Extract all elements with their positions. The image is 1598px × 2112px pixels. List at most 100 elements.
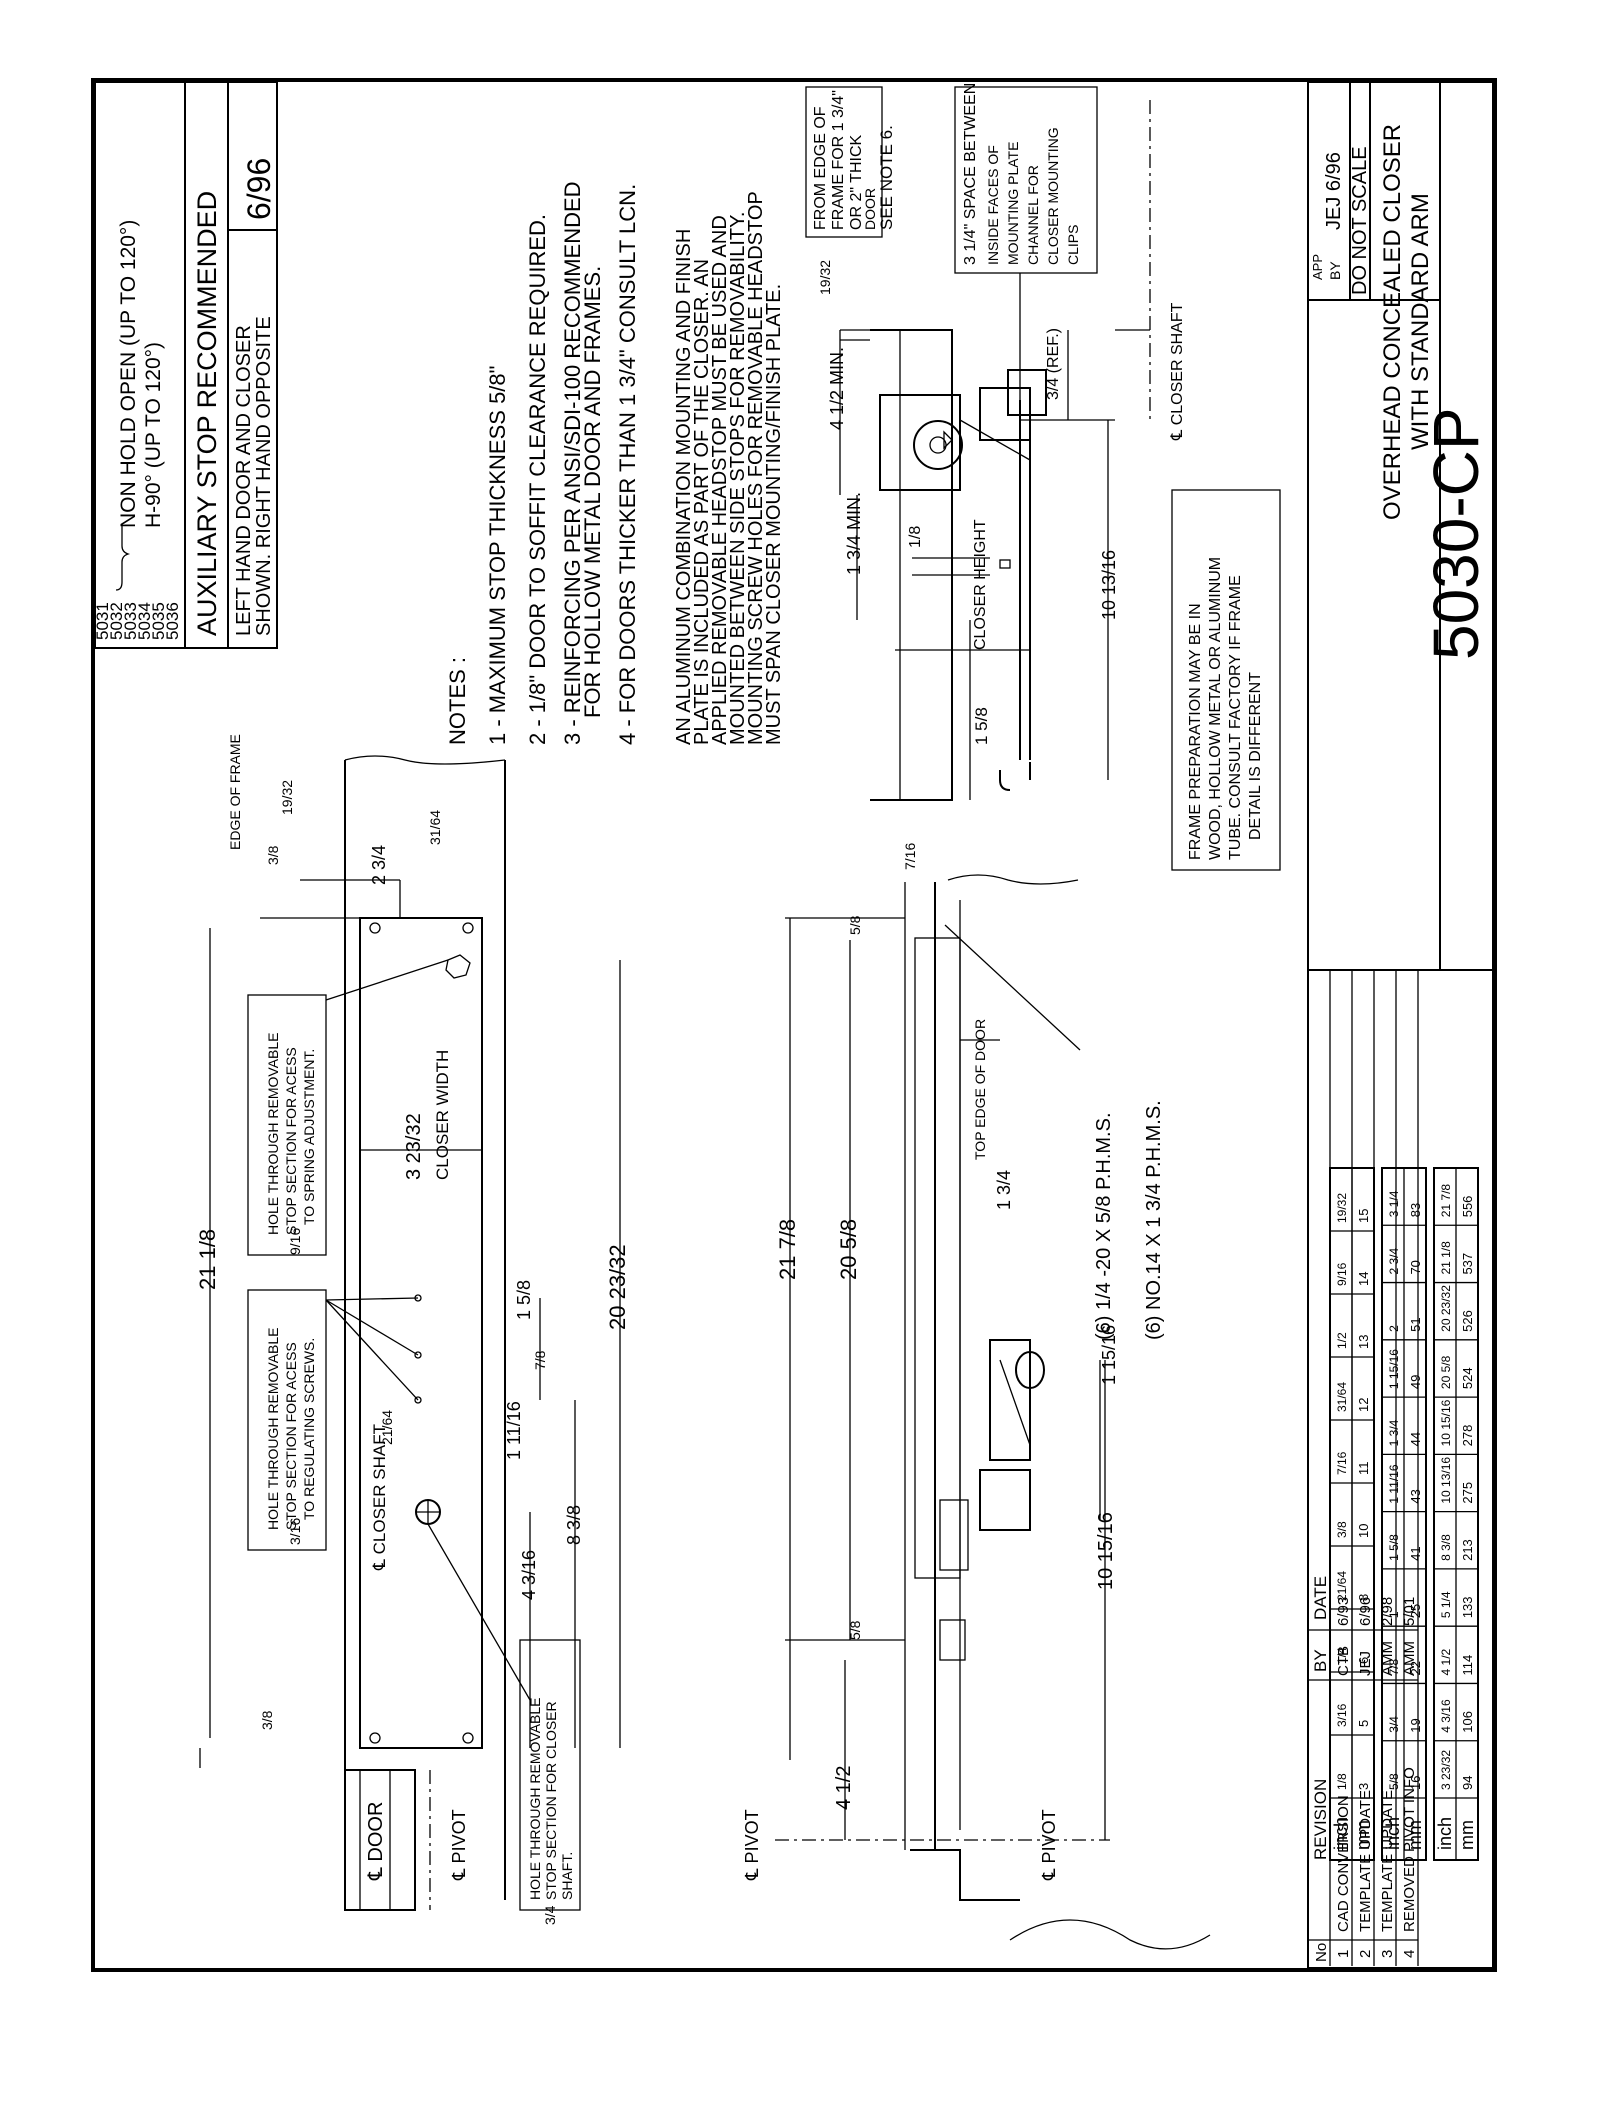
space-note-5: CLOSER MOUNTING [1045,127,1061,265]
note-2: 2 - 1/8" DOOR TO SOFFIT CLEARANCE REQUIR… [525,214,550,745]
conversion-inch-cell: 1 5/8 [1387,1534,1401,1561]
conversion-label-mm: mm [1457,1820,1477,1850]
elev-dim-1-3-4: 1 3/4 [994,1170,1014,1210]
screw-spec-1: (6) 1/4 -20 X 5/8 P.H.M.S. [1093,1112,1115,1340]
closer-width-label: CLOSER WIDTH [433,1050,452,1180]
conversion-mm-cell: 22 [1408,1661,1423,1675]
option-h90: H-90° (UP TO 120°) [142,342,165,528]
hole-reg-note-1: HOLE THROUGH REMOVABLE [265,1327,281,1530]
elev-dim-10-15-16: 10 15/16 [1095,1512,1117,1590]
rev-desc: REMOVED PIVOT INFO [1401,1767,1418,1932]
frame-dim-8-3-8: 8 3/8 [564,1505,584,1545]
rev-desc: CAD CONVERSION [1335,1795,1352,1932]
model-5035: 5035 [149,602,168,640]
drawing-number: 5030-CP [1420,407,1492,660]
conversion-mm-cell: 51 [1408,1317,1423,1331]
conversion-mm-cell: 10 [1356,1524,1371,1538]
conversion-inch-cell: 21 1/8 [1439,1241,1453,1275]
conversion-label-mm: mm [1353,1820,1373,1850]
rev-header-revision: REVISION [1311,1779,1330,1860]
conversion-mm-cell: 8 [1356,1594,1371,1601]
conversion-inch-cell: 5/8 [1387,1773,1401,1790]
note-1: 1 - MAXIMUM STOP THICKNESS 5/8" [485,366,510,745]
frame-dim-3-8-top: 3/8 [265,845,281,865]
conversion-mm-cell: 524 [1460,1367,1475,1389]
do-not-scale: DO NOT SCALE [1349,146,1371,295]
edge-note-5: SEE NOTE 6. [877,125,896,230]
conversion-inch-cell: 31/64 [1335,1382,1349,1412]
note-3b: FOR HOLLOW METAL DOOR AND FRAMES. [580,266,605,718]
rev-date: 5/01 [1401,1597,1418,1626]
rev-by: AMM [1401,1641,1418,1676]
edge-of-frame-label: EDGE OF FRAME [227,734,243,850]
conversion-inch-cell: 1/2 [1335,1332,1349,1349]
conversion-mm-cell: 16 [1408,1776,1423,1790]
section-view: FROM EDGE OF FRAME FOR 1 3/4" OR 2" THIC… [805,83,1281,871]
conversion-inch-cell: 19/32 [1335,1193,1349,1223]
plate-note-2: PLATE IS INCLUDED AS PART OF THE CLOSER.… [691,259,713,745]
rev-desc: TEMPLATE UPDATE [1379,1790,1396,1932]
hole-reg-note-2: STOP SECTION FOR ACESS [283,1342,299,1530]
conversion-mm-cell: 15 [1356,1209,1371,1223]
auxiliary-stop-note: AUXILIARY STOP RECOMMENDED [192,191,222,636]
conversion-label-inch: inch [1435,1817,1455,1850]
conversion-mm-cell: 213 [1460,1539,1475,1561]
rev-date: 6/93 [1335,1597,1352,1626]
conversion-inch-cell: 1/4 [1335,1647,1349,1664]
conversion-inch-cell: 5 1/4 [1439,1591,1453,1618]
frame-dim-2-3-4: 2 3/4 [369,845,389,885]
elev-pivot-bottom: ℄ PIVOT [1039,1809,1059,1881]
section-dim-10-13-16: 10 13/16 [1099,550,1119,620]
conversion-inch-cell: 9/16 [1335,1262,1349,1286]
rev-no: 3 [1379,1950,1396,1958]
conversion-inch-cell: 1 11/16 [1387,1464,1401,1503]
elev-dim-5-8-top: 5/8 [847,915,863,935]
drawing-title-line1: OVERHEAD CONCEALED CLOSER [1379,124,1406,520]
conversion-mm-cell: 12 [1356,1398,1371,1412]
hole-shaft-note-1: HOLE THROUGH REMOVABLE [527,1697,543,1900]
conversion-mm-cell: 70 [1408,1260,1423,1274]
section-dim-3-4-ref: 3/4 (REF.) [1045,328,1062,400]
conversion-inch-cell: 10 15/16 [1439,1399,1453,1446]
screw-spec-2: (6) NO.14 X 1 3/4 P.H.M.S. [1143,1100,1165,1340]
conversion-mm-cell: 43 [1408,1489,1423,1503]
model-5032: 5032 [107,602,126,640]
frame-dim-20-23-32: 20 23/32 [605,1244,630,1330]
conversion-mm-cell: 526 [1460,1310,1475,1332]
rev-no: 2 [1357,1950,1374,1958]
conversion-inch-cell: 1 15/16 [1387,1349,1401,1389]
rev-by: CTB [1335,1646,1352,1676]
hole-spring-note-3: TO SPRING ADJUSTMENT. [301,1049,317,1225]
rev-date: 2/98 [1379,1597,1396,1626]
note-4: 4 - FOR DOORS THICKER THAN 1 3/4" CONSUL… [615,184,640,745]
notes-block: NOTES : 1 - MAXIMUM STOP THICKNESS 5/8" … [445,181,785,745]
conversion-mm-cell: 94 [1460,1776,1475,1790]
plate-note-5: MOUNTING SCREW HOLES FOR REMOVABLE HEADS… [745,191,767,745]
hole-reg-note-3: TO REGULATING SCREWS. [301,1338,317,1520]
conversion-mm-cell: 11 [1356,1462,1371,1476]
section-dim-1-5-8: 1 5/8 [972,707,991,745]
plate-note-6: MUST SPAN CLOSER MOUNTING/FINISH PLATE. [763,284,785,745]
door-elevation-view: 7/16 5/8 5/8 21 7/8 20 5/8 TOP EDGE OF D… [742,843,1211,1950]
conversion-inch-cell: 20 5/8 [1439,1355,1453,1389]
section-dim-1-3-4-min: 1 3/4 MIN. [844,492,864,575]
elev-dim-5-8-bottom: 5/8 [847,1620,863,1640]
conversion-mm-cell: 14 [1356,1272,1371,1286]
frame-dim-21-1-8: 21 1/8 [195,1229,220,1290]
conversion-inch-cell: 3 23/32 [1439,1750,1453,1790]
hole-shaft-note-3: SHAFT. [559,1852,575,1900]
section-dim-4-half-min: 4 1/2 MIN. [827,347,847,430]
conversion-inch-cell: 2 3/4 [1387,1248,1401,1275]
conversion-mm-cell: 537 [1460,1253,1475,1275]
rev-no: 1 [1335,1950,1352,1958]
frame-prep-1: FRAME PREPARATION MAY BE IN [1187,603,1204,860]
frame-prep-2: WOOD, HOLLOW METAL OR ALUMINUM [1207,557,1224,860]
frame-pivot-label: ℄ PIVOT [449,1809,469,1881]
conversion-mm-cell: 114 [1460,1655,1475,1676]
notes-heading: NOTES : [445,657,470,745]
conversion-mm-cell: 19 [1408,1718,1423,1732]
conversion-inch-cell: 20 23/32 [1439,1285,1453,1332]
model-5036: 5036 [163,602,182,640]
